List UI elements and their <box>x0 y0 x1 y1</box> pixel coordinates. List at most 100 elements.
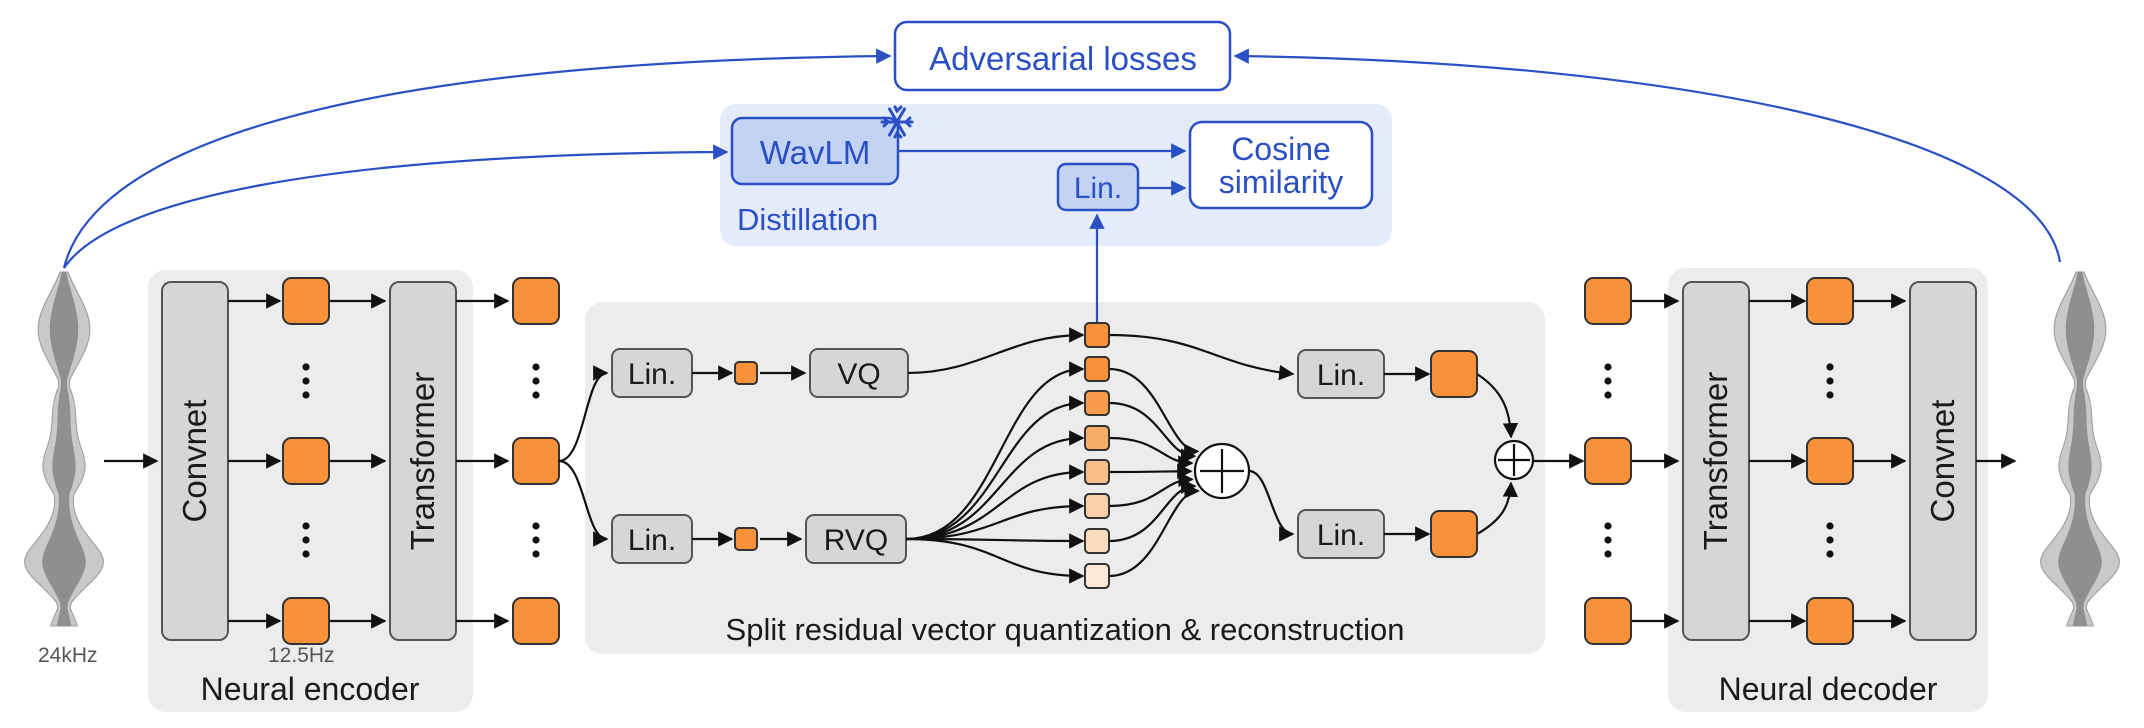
decoder-latent-dots-lower-0 <box>1604 522 1612 530</box>
arrow-input-to-adversarial <box>62 48 892 269</box>
input-waveform <box>24 271 104 627</box>
adversarial-losses-box <box>893 20 1232 92</box>
encoder-latent-frames <box>282 277 560 645</box>
encoder-convnet-label: Convnet <box>176 400 213 523</box>
semantic-reconstruction-frame <box>1430 350 1478 398</box>
quantizer-code-4 <box>1084 459 1110 485</box>
quantizer-code-3 <box>1084 425 1110 451</box>
cosine-label-line1: Cosine <box>1231 131 1331 167</box>
decoder-latent-dots-lower-1 <box>1604 536 1612 544</box>
output-waveform <box>2040 271 2120 627</box>
encoder-latent-frame-2 <box>512 597 560 645</box>
arrow-sum-to-lin <box>1248 469 1295 542</box>
encoder-mid-dots-upper-1 <box>302 377 310 385</box>
arrow-code-2-to-sum <box>1108 401 1197 464</box>
arrow-rvq-to-code-5 <box>905 498 1085 541</box>
arrow-input-to-wavlm <box>63 144 729 269</box>
input-rate-label: 24kHz <box>38 644 98 667</box>
encoder-mid-dots-lower-1 <box>302 536 310 544</box>
vq-input-code <box>734 361 758 385</box>
output-sum-node <box>1493 439 1535 481</box>
neural-decoder-label: Neural decoder <box>1719 671 1938 707</box>
decoder-transformer-label: Transformer <box>1697 372 1734 550</box>
decoder-connections <box>1631 293 1907 629</box>
encoder-mid-frame-2 <box>282 597 330 645</box>
decoder-latent-frame-2 <box>1584 597 1632 645</box>
quantizer-code-6 <box>1084 528 1110 554</box>
arrow-semantic-code-to-lin <box>1108 333 1295 381</box>
encoder-transformer-label: Transformer <box>404 372 441 550</box>
rvq-lin-label: Lin. <box>628 524 676 557</box>
cosine-similarity-box <box>1188 120 1374 210</box>
decoder-latent-dots-upper-1 <box>1604 377 1612 385</box>
encoder-latent-dots-upper-2 <box>532 391 540 399</box>
latent-rate-label: 12.5Hz <box>268 644 335 667</box>
decoder-mid-dots-lower-0 <box>1826 522 1834 530</box>
encoder-latent-dots-upper-1 <box>532 377 540 385</box>
arrow-latent-to-rvq-lin <box>558 459 609 547</box>
arrow-rvq-to-code-3 <box>905 430 1085 541</box>
encoder-latent-dots-lower-0 <box>532 522 540 530</box>
decoder-mid-dots-upper-1 <box>1826 377 1834 385</box>
distillation-label: Distillation <box>737 202 878 237</box>
vq-label: VQ <box>837 358 880 391</box>
waveform-core <box>2058 272 2102 626</box>
arrow-code-1-to-sum <box>1108 367 1200 460</box>
rvq-label: RVQ <box>824 524 888 557</box>
quantizer-code-2 <box>1084 390 1110 416</box>
encoder-mid-frame-0 <box>282 277 330 325</box>
quantizer-panel <box>585 302 1545 654</box>
decoder-latent-dots-upper-2 <box>1604 391 1612 399</box>
quantizer-code-7 <box>1084 563 1110 589</box>
residual-sum-node <box>1193 442 1251 500</box>
cosine-label-line2: similarity <box>1219 164 1343 200</box>
adversarial-losses-label: Adversarial losses <box>929 40 1197 77</box>
arrow-code-4-to-sum <box>1108 463 1193 479</box>
arrow-vq-to-semantic-code <box>907 327 1085 375</box>
arrow-latent-to-vq-lin <box>558 365 609 463</box>
rvq-input-code <box>734 527 758 551</box>
encoder-latent-dots-lower-1 <box>532 536 540 544</box>
wavlm-label: WavLM <box>760 134 871 171</box>
encoder-mid-dots-upper-2 <box>302 391 310 399</box>
arrow-rvq-to-code-1 <box>905 361 1085 541</box>
vq-lin-label: Lin. <box>628 358 676 391</box>
arrow-top-frame-to-sum <box>1476 373 1519 439</box>
arrow-rvq-to-code-4 <box>905 464 1085 541</box>
arrow-code-3-to-sum <box>1108 436 1194 471</box>
decoder-mid-dots-upper-2 <box>1826 391 1834 399</box>
quantizer-code-1 <box>1084 356 1110 382</box>
quantizer-connections <box>558 327 1585 584</box>
decoder-mid-dots-lower-1 <box>1826 536 1834 544</box>
snowflake-icon <box>880 105 914 139</box>
encoder-latent-dots-upper-0 <box>532 363 540 371</box>
quantizer-codes <box>734 322 1478 589</box>
decoder-latent-dots-upper-0 <box>1604 363 1612 371</box>
acoustic-reconstruction-frame <box>1430 510 1478 558</box>
encoder-mid-dots-lower-0 <box>302 522 310 530</box>
decoder-mid-dots-lower-2 <box>1826 550 1834 558</box>
decoder-mid-frame-2 <box>1806 597 1854 645</box>
encoder-latent-frame-1 <box>512 437 560 485</box>
quantizer-code-5 <box>1084 493 1110 519</box>
arrow-output-to-adversarial <box>1233 48 2062 263</box>
decoder-latent-frame-1 <box>1584 437 1632 485</box>
encoder-mid-dots-lower-2 <box>302 550 310 558</box>
encoder-connections <box>228 293 510 629</box>
distill-lin-label: Lin. <box>1074 172 1122 205</box>
decoder-latent-frames <box>1584 277 1854 645</box>
recon-bottom-lin-label: Lin. <box>1317 519 1365 552</box>
decoder-mid-frame-1 <box>1806 437 1854 485</box>
split-rvq-label: Split residual vector quantization & rec… <box>726 612 1405 647</box>
neural-encoder-label: Neural encoder <box>201 671 420 707</box>
arrow-bottom-frame-to-sum <box>1476 481 1519 535</box>
encoder-mid-frame-1 <box>282 437 330 485</box>
decoder-latent-frame-0 <box>1584 277 1632 325</box>
waveform-core <box>42 272 86 626</box>
arrow-rvq-to-code-2 <box>905 395 1085 541</box>
encoder-latent-frame-0 <box>512 277 560 325</box>
decoder-mid-dots-upper-0 <box>1826 363 1834 371</box>
decoder-mid-frame-0 <box>1806 277 1854 325</box>
arrow-rvq-to-code-6 <box>905 533 1085 549</box>
